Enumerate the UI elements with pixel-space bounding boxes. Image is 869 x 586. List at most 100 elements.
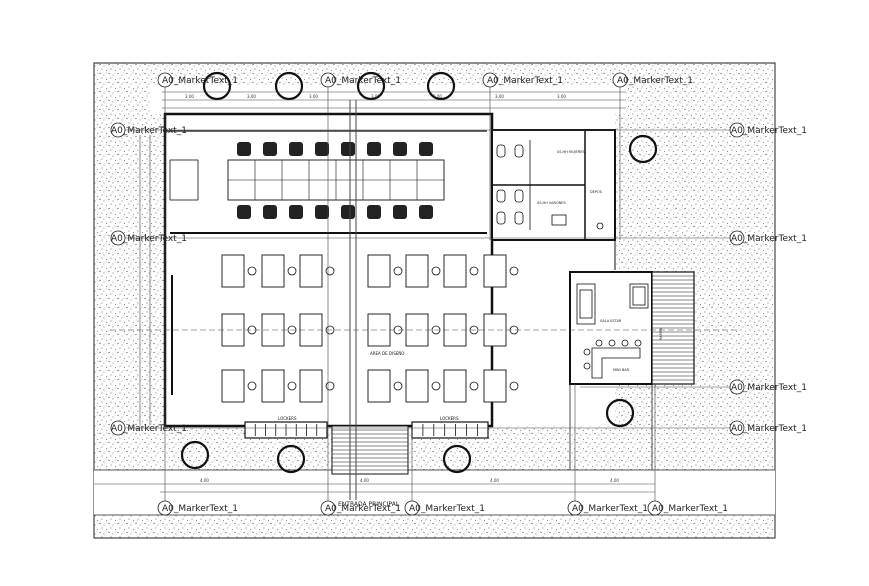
chair — [469, 381, 479, 391]
grid-marker-bubble — [320, 72, 336, 88]
room-label-minibar: MINI BAR — [613, 368, 630, 372]
chair — [509, 381, 519, 391]
desk — [405, 254, 429, 288]
desk — [443, 254, 467, 288]
desk — [221, 254, 245, 288]
dimension-label: 3.00 — [371, 94, 380, 99]
desk — [443, 369, 467, 403]
chair — [325, 266, 335, 276]
desk — [483, 254, 507, 288]
chair — [315, 205, 329, 219]
grid-marker-bubble — [320, 500, 336, 516]
desk — [261, 254, 285, 288]
desk — [299, 254, 323, 288]
chair — [237, 205, 251, 219]
grid-marker-label: A0_MarkerText_1 — [111, 424, 187, 434]
desk — [261, 369, 285, 403]
grid-marker-label: A0_MarkerText_1 — [409, 504, 485, 514]
grid-marker-bubble — [110, 420, 126, 436]
desk — [221, 369, 245, 403]
chair — [247, 266, 257, 276]
grid-marker-bubble — [157, 500, 173, 516]
grid-marker-label: A0_MarkerText_1 — [325, 76, 401, 86]
chair — [289, 142, 303, 156]
desk — [405, 369, 429, 403]
dimension-label: 3.00 — [309, 94, 318, 99]
room-label-deposit: DEPOS — [590, 190, 603, 194]
locker-row-right — [411, 421, 489, 439]
grid-marker-label: A0_MarkerText_1 — [731, 383, 807, 393]
chair — [469, 266, 479, 276]
room-label-ss-hh-mujeres: SS.HH MUJERES — [557, 150, 585, 154]
grid-marker-bubble — [110, 122, 126, 138]
grid-marker-bubble — [612, 72, 628, 88]
chair — [393, 266, 403, 276]
desk — [299, 369, 323, 403]
grid-marker-bubble — [110, 230, 126, 246]
dimension-label: 4.00 — [490, 478, 499, 483]
chair — [367, 205, 381, 219]
chair — [287, 266, 297, 276]
room-label-lockers-left: LOCKERS — [278, 416, 297, 421]
grid-marker-label: A0_MarkerText_1 — [572, 504, 648, 514]
chair — [289, 205, 303, 219]
chair — [263, 142, 277, 156]
desk — [367, 369, 391, 403]
tree-symbols — [180, 71, 658, 474]
grid-marker-label: A0_MarkerText_1 — [325, 504, 401, 514]
grid-marker-label: A0_MarkerText_1 — [111, 234, 187, 244]
room-label-lockers-right: LOCKERS — [440, 416, 459, 421]
chair — [431, 381, 441, 391]
lounge-furniture — [576, 283, 649, 379]
dimension-label: 3.00 — [557, 94, 566, 99]
chair — [419, 205, 433, 219]
dimension-label: 4.00 — [610, 478, 619, 483]
grid-marker-bubble — [404, 500, 420, 516]
grid-marker-bubble — [729, 379, 745, 395]
chair — [431, 266, 441, 276]
grid-marker-label: A0_MarkerText_1 — [652, 504, 728, 514]
room-label-sala-estar: SALA ESTAR — [600, 319, 622, 323]
chair — [509, 266, 519, 276]
chair — [263, 205, 277, 219]
desk — [367, 254, 391, 288]
grid-marker-label: A0_MarkerText_1 — [617, 76, 693, 86]
grid-lines — [94, 85, 740, 508]
chair — [367, 142, 381, 156]
chair — [287, 381, 297, 391]
chair — [325, 381, 335, 391]
entrance-label: ENTRADA PRINCIPAL — [338, 501, 400, 508]
chair — [393, 205, 407, 219]
chair — [341, 142, 355, 156]
desk — [483, 369, 507, 403]
chair — [237, 142, 251, 156]
grid-marker-bubble — [482, 72, 498, 88]
dimension-label: 3.00 — [185, 94, 194, 99]
dimension-label: 4.00 — [360, 478, 369, 483]
grid-marker-label: A0_MarkerText_1 — [162, 76, 238, 86]
room-label-ss-hh-varones: SS.HH VARONES — [537, 201, 567, 205]
grid-marker-label: A0_MarkerText_1 — [162, 504, 238, 514]
room-label-main-hall: AREA DE DISEÑO — [370, 351, 404, 356]
chair — [247, 381, 257, 391]
chair — [393, 142, 407, 156]
grid-marker-bubble — [729, 122, 745, 138]
dimension-label: 3.00 — [247, 94, 256, 99]
grid-marker-bubble — [729, 230, 745, 246]
dimension-label: 3.00 — [495, 94, 504, 99]
grid-marker-label: A0_MarkerText_1 — [111, 126, 187, 136]
grid-marker-label: A0_MarkerText_1 — [731, 126, 807, 136]
room-label-rampa: RAMPA — [659, 327, 663, 340]
grid-marker-bubble — [729, 420, 745, 436]
chair — [393, 381, 403, 391]
grid-marker-label: A0_MarkerText_1 — [731, 234, 807, 244]
chair — [419, 142, 433, 156]
chair — [341, 205, 355, 219]
chair — [315, 142, 329, 156]
grid-marker-label: A0_MarkerText_1 — [731, 424, 807, 434]
grid-marker-bubble — [567, 500, 583, 516]
dimension-label: 4.00 — [200, 478, 209, 483]
grid-marker-bubble — [157, 72, 173, 88]
toilet-fixtures — [496, 144, 604, 230]
